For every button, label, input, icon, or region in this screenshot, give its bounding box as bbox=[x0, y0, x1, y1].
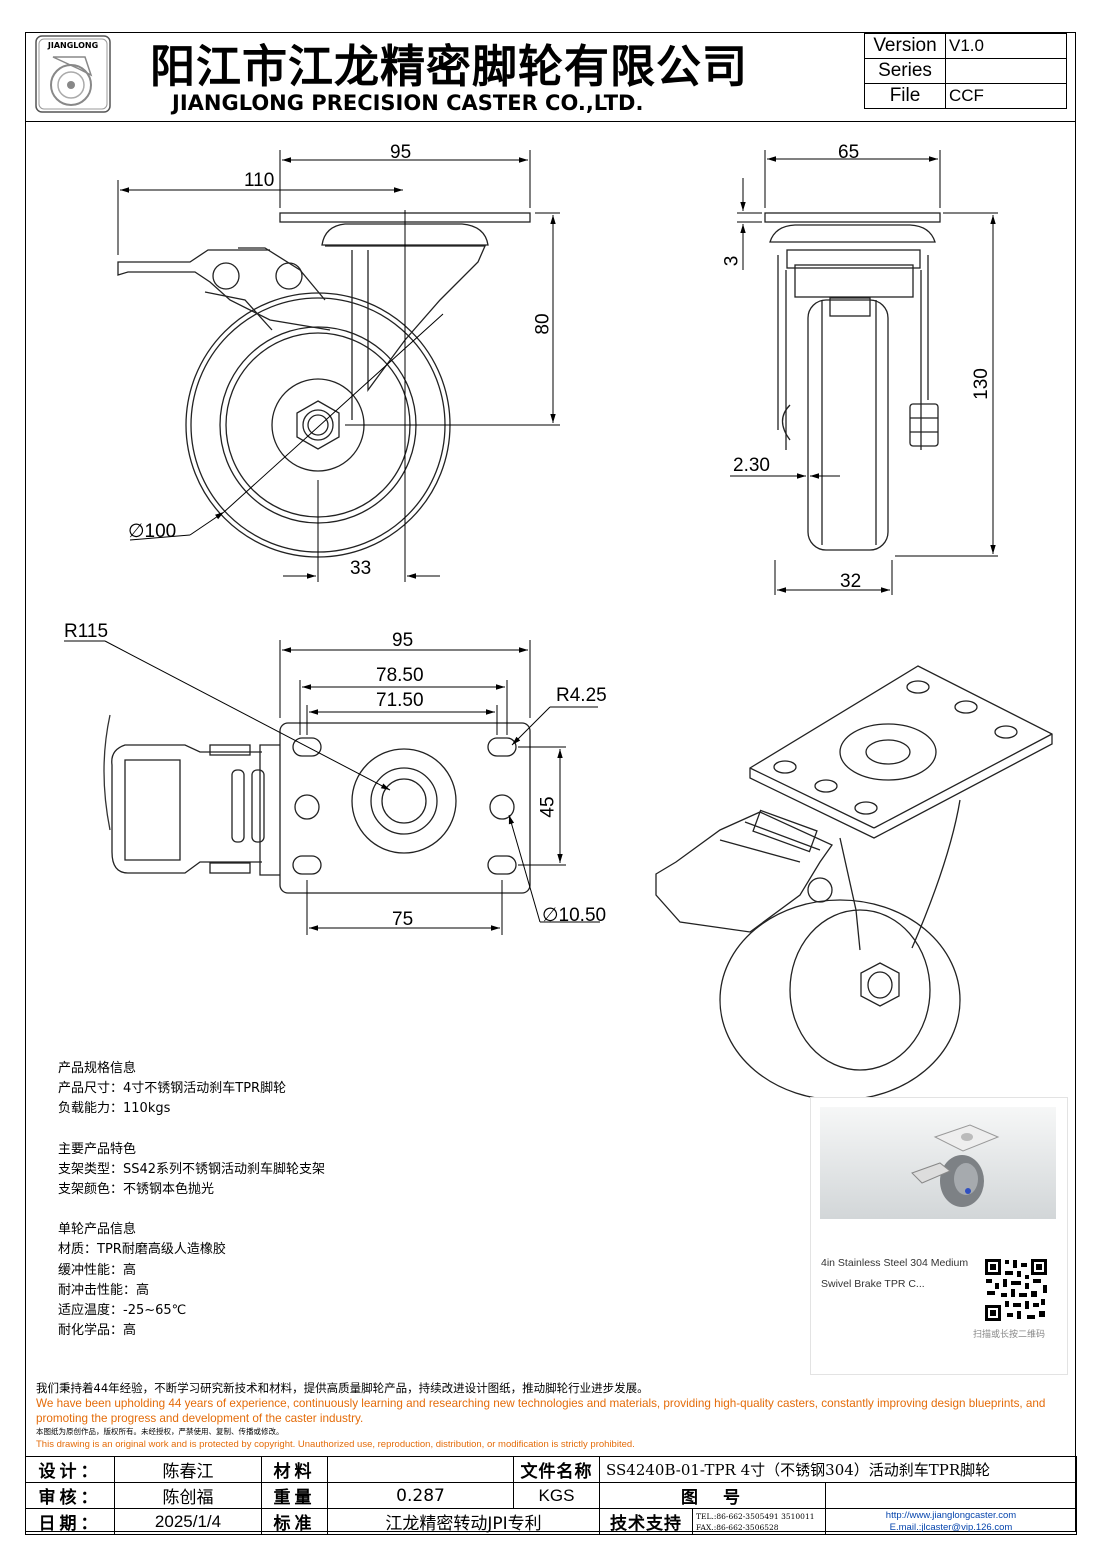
material-label: 材料 bbox=[261, 1456, 328, 1483]
contact-phone: TEL.:86-662-3505491 3510011 FAX.:86-662-… bbox=[692, 1508, 826, 1535]
copyright-en: This drawing is an original work and is … bbox=[36, 1439, 635, 1450]
weight-value: 0.287 bbox=[327, 1482, 514, 1509]
dim-side-height: 80 bbox=[532, 313, 554, 335]
material-value bbox=[327, 1456, 514, 1483]
spec-temperature: 适应温度：-25~65℃ bbox=[58, 1303, 187, 1319]
qr-caption: 扫描或长按二维码 bbox=[973, 1330, 1046, 1340]
reviewer: 陈创福 bbox=[114, 1482, 262, 1509]
fax: FAX.:86-662-3506528 bbox=[696, 1522, 779, 1532]
top-view bbox=[103, 714, 531, 894]
support-label: 技术支持 bbox=[599, 1508, 693, 1535]
spec-bracket-type: 支架类型：SS42系列不锈钢活动刹车脚轮支架 bbox=[58, 1161, 326, 1177]
copyright-cn: 本图纸为原创作品，版权所有。未经授权，严禁使用、复制、传播或修改。 bbox=[36, 1427, 284, 1436]
spec-group3-title: 单轮产品信息 bbox=[58, 1222, 137, 1238]
isometric-view bbox=[655, 665, 1053, 1100]
side-view bbox=[117, 212, 531, 558]
top-view-dimensions bbox=[64, 640, 600, 935]
filename-label: 文件名称 bbox=[513, 1456, 600, 1483]
front-view bbox=[764, 212, 941, 551]
filename-value: SS4240B-01-TPR 4寸（不锈钢304）活动刹车TPR脚轮 bbox=[599, 1456, 1077, 1483]
dim-hole-span-outer: 78.50 bbox=[376, 665, 424, 686]
spec-bracket-color: 支架颜色：不锈钢本色抛光 bbox=[58, 1182, 215, 1198]
dim-hole-diameter: ∅10.50 bbox=[542, 905, 607, 926]
dim-front-width: 65 bbox=[838, 142, 860, 163]
spec-chemical: 耐化学品：高 bbox=[58, 1323, 137, 1339]
side-view-dimensions bbox=[117, 150, 560, 582]
review-label: 审核： bbox=[25, 1482, 115, 1509]
company-name-cn: 阳江市江龙精密脚轮有限公司 bbox=[150, 40, 749, 93]
dim-hole-span-inner: 71.50 bbox=[376, 690, 424, 711]
dim-wheel-width: 32 bbox=[840, 571, 862, 592]
product-render-image bbox=[820, 1107, 1056, 1219]
drawing-no-value bbox=[825, 1482, 1077, 1509]
tel: TEL.:86-662-3505491 3510011 bbox=[696, 1511, 815, 1521]
dim-front-gap: 2.30 bbox=[733, 455, 770, 476]
drawing-no-label: 图 号 bbox=[599, 1482, 826, 1509]
weight-label: 重量 bbox=[261, 1482, 328, 1509]
file-value: CCF bbox=[945, 83, 1067, 109]
version-label: Version bbox=[864, 33, 946, 59]
spec-size: 产品尺寸：4寸不锈钢活动刹车TPR脚轮 bbox=[58, 1081, 287, 1097]
standard-label: 标准 bbox=[261, 1508, 328, 1535]
note-cn: 我们秉持着44年经验，不断学习研究新技术和材料，提供高质量脚轮产品，持续改进设计… bbox=[36, 1381, 649, 1395]
header-divider bbox=[25, 121, 1076, 122]
notes: 我们秉持着44年经验，不断学习研究新技术和材料，提供高质量脚轮产品，持续改进设计… bbox=[36, 1380, 1076, 1451]
company-name-en: JIANGLONG PRECISION CASTER CO.,LTD. bbox=[172, 91, 644, 115]
dim-wheel-diameter: ∅100 bbox=[128, 521, 177, 542]
spec-load: 负载能力：110kgs bbox=[58, 1101, 171, 1117]
spec-cushion: 缓冲性能：高 bbox=[58, 1262, 137, 1278]
product-card[interactable]: 4in Stainless Steel 304 Medium Swivel Br… bbox=[810, 1097, 1068, 1375]
dim-side-overall: 110 bbox=[244, 170, 275, 191]
dim-radius: R115 bbox=[64, 621, 109, 642]
front-view-dimensions bbox=[730, 150, 998, 595]
standard-value: 江龙精密转动JPI专利 bbox=[327, 1508, 600, 1535]
design-label: 设计： bbox=[25, 1456, 115, 1483]
spec-impact: 耐冲击性能：高 bbox=[58, 1282, 150, 1298]
company-logo: JIANGLONG bbox=[35, 35, 111, 113]
logo-text: JIANGLONG bbox=[47, 41, 98, 50]
spec-group2-title: 主要产品特色 bbox=[58, 1141, 137, 1157]
note-en: We have been upholding 44 years of exper… bbox=[36, 1397, 1046, 1425]
dim-slot-radius: R4.25 bbox=[556, 685, 607, 706]
weight-unit: KGS bbox=[513, 1482, 600, 1509]
dim-side-top-width: 95 bbox=[390, 142, 412, 163]
dim-plate-width: 95 bbox=[392, 630, 414, 651]
title-block: 设计： 陈春江 材料 文件名称 SS4240B-01-TPR 4寸（不锈钢304… bbox=[25, 1456, 1077, 1535]
date-label: 日期： bbox=[25, 1508, 115, 1535]
email-link[interactable]: E.mail.:jlcaster@vip.126.com bbox=[889, 1521, 1013, 1533]
contact-web: http://www.jianglongcaster.com E.mail.:j… bbox=[825, 1508, 1077, 1535]
website-link[interactable]: http://www.jianglongcaster.com bbox=[885, 1509, 1017, 1521]
designer: 陈春江 bbox=[114, 1456, 262, 1483]
dim-plate-thickness: 3 bbox=[721, 255, 743, 267]
date-value: 2025/1/4 bbox=[114, 1508, 262, 1535]
dim-hole-pitch-y: 45 bbox=[537, 796, 559, 818]
spec-material: 材质：TPR耐磨高级人造橡胶 bbox=[58, 1242, 226, 1258]
dim-hole-pitch-x: 75 bbox=[392, 909, 414, 930]
product-spec: 产品规格信息 产品尺寸：4寸不锈钢活动刹车TPR脚轮 负载能力：110kgs 主… bbox=[58, 1059, 325, 1341]
qr-code-icon bbox=[983, 1257, 1049, 1323]
spec-group1-title: 产品规格信息 bbox=[58, 1061, 137, 1076]
product-card-caption: 4in Stainless Steel 304 Medium Swivel Br… bbox=[821, 1257, 969, 1290]
dim-offset: 33 bbox=[350, 558, 372, 579]
technical-drawings bbox=[64, 150, 1053, 1100]
dim-front-height: 130 bbox=[970, 368, 992, 400]
